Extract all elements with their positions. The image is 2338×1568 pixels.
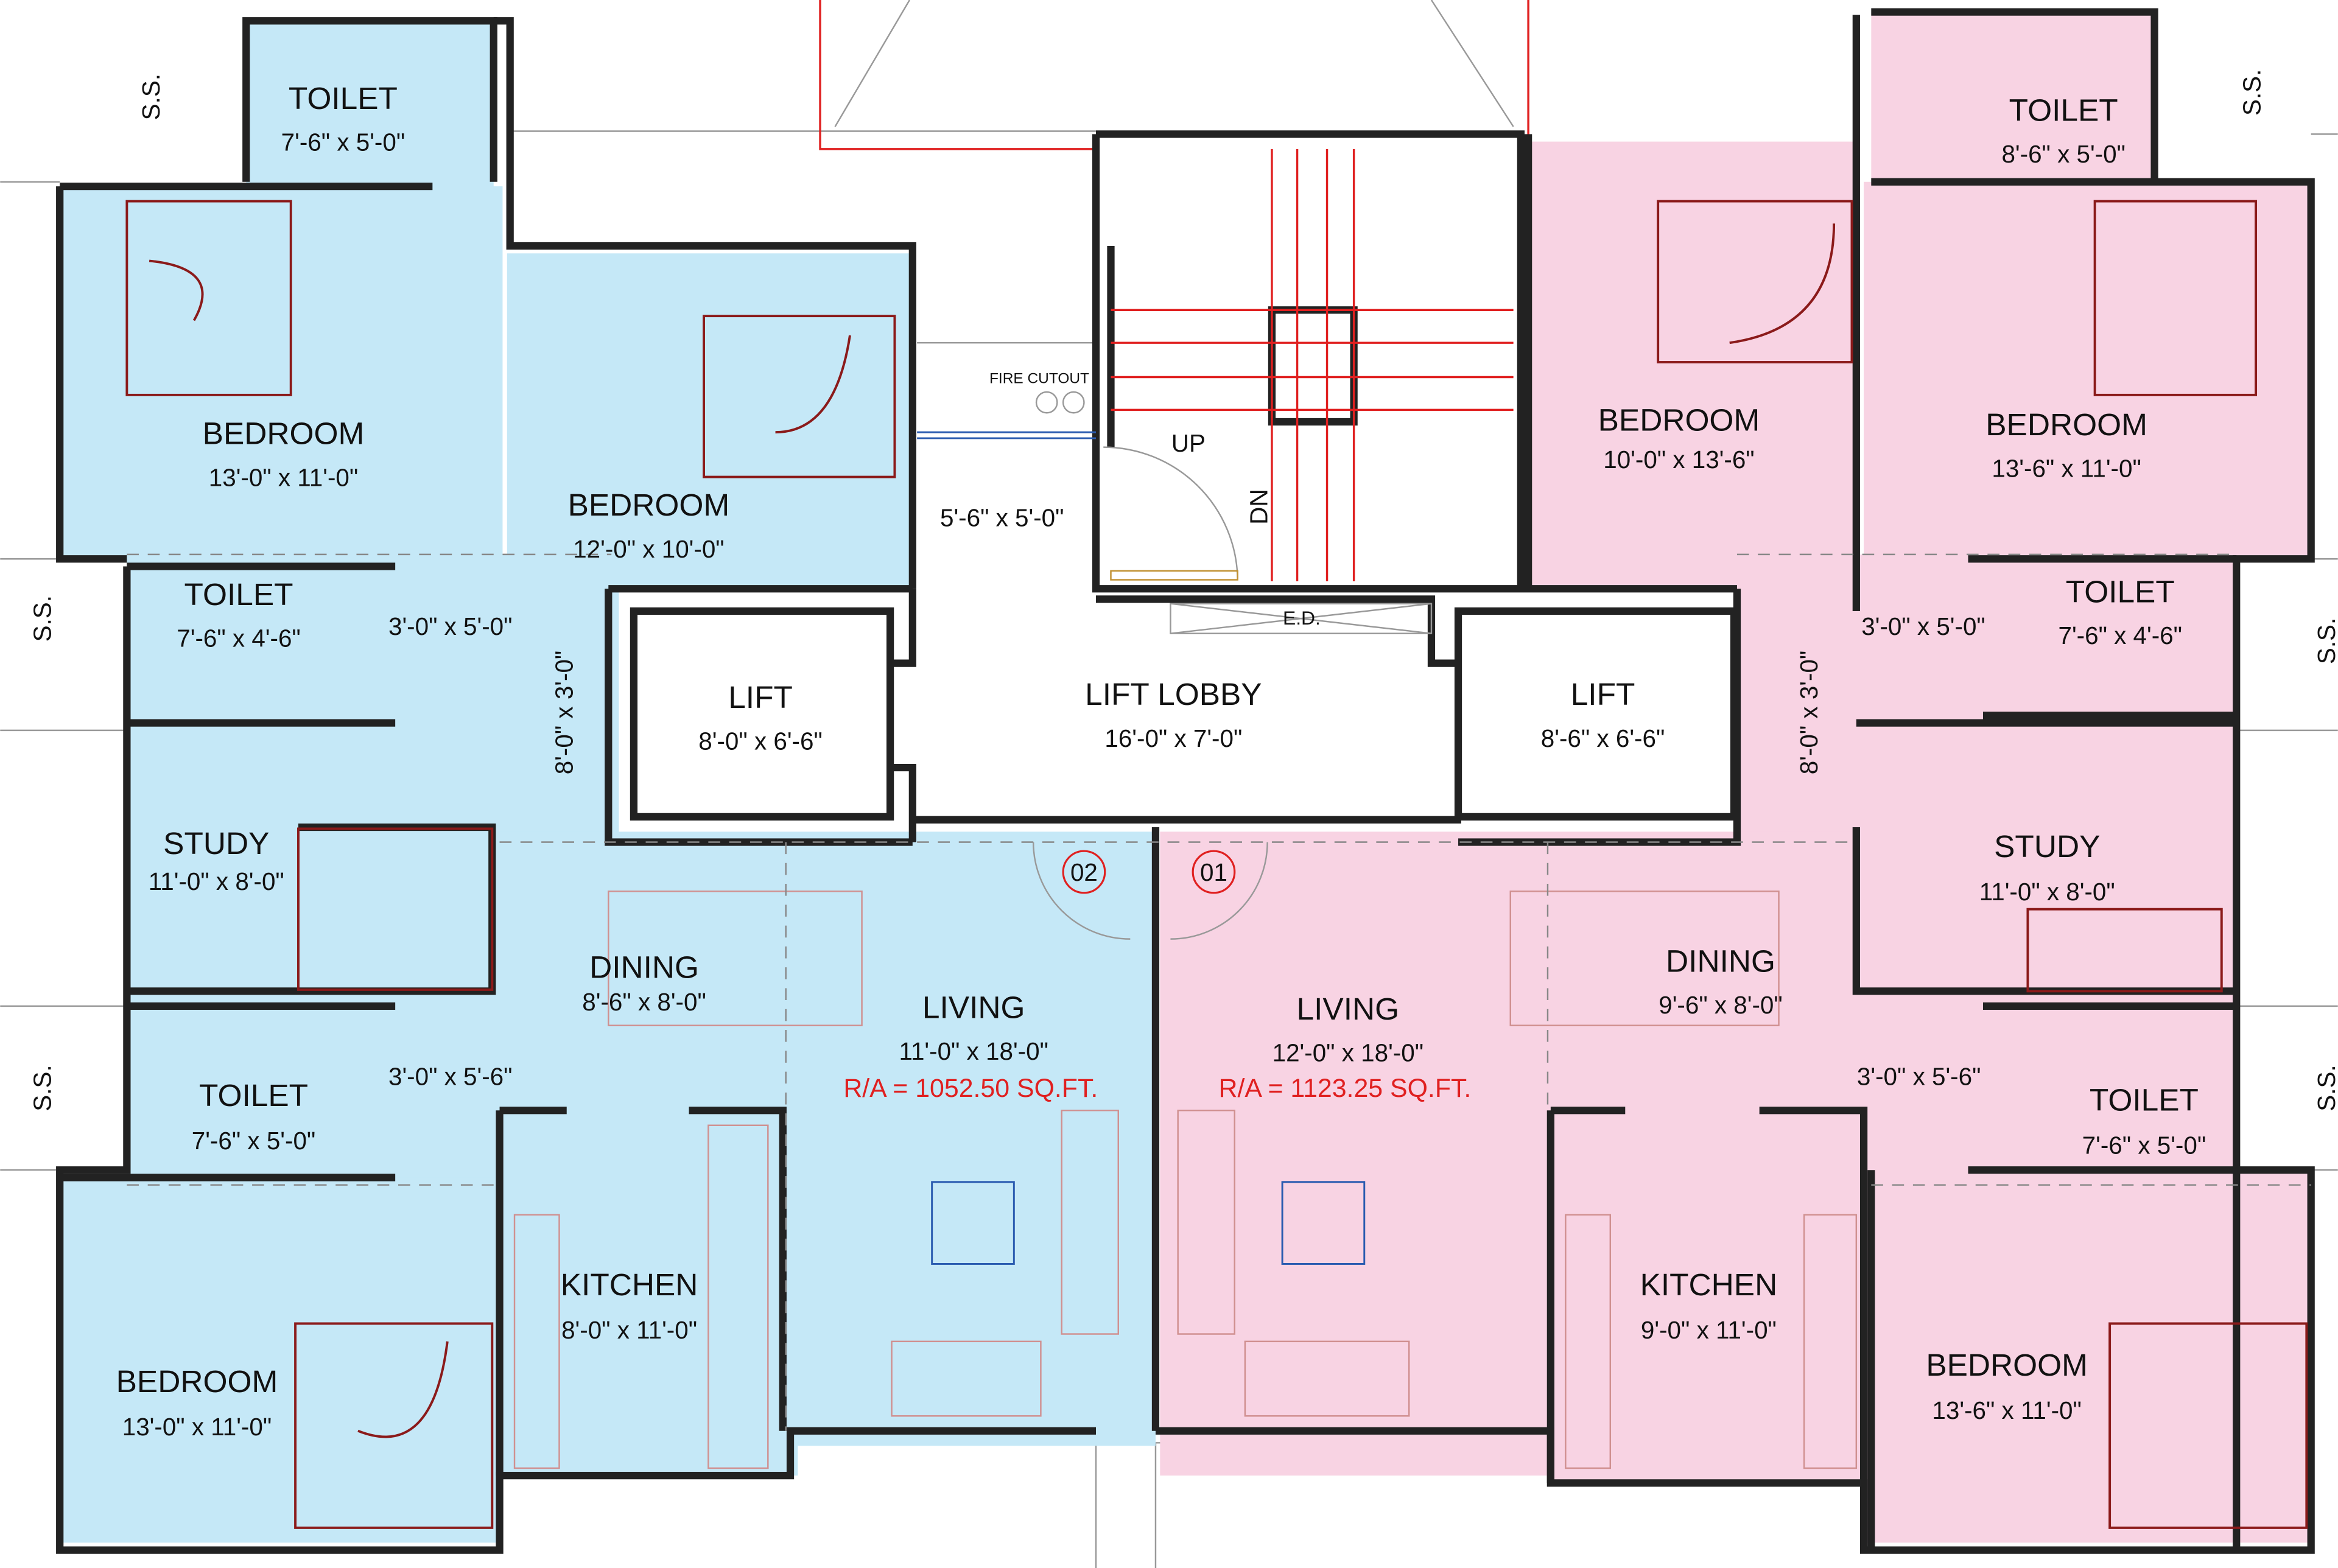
room-name: DINING xyxy=(589,949,699,984)
room-name: TOILET xyxy=(2066,573,2175,609)
unit-01-number: 01 xyxy=(1200,858,1227,886)
ss-label: S.S. xyxy=(2312,618,2338,664)
passage-dim: 3'-0" x 5'-6" xyxy=(1857,1063,1981,1091)
sofa-icon xyxy=(891,1340,1042,1417)
bed-icon xyxy=(2108,1322,2308,1529)
center-table-icon xyxy=(931,1181,1015,1265)
lift-left-dim: 8'-0" x 6'-6" xyxy=(698,727,823,755)
passage-dim: 8'-0" x 3'-0" xyxy=(1795,651,1823,774)
room-name: TOILET xyxy=(289,80,398,116)
room-dim: 7'-6" x 4'-6" xyxy=(177,625,301,653)
ss-label: S.S. xyxy=(28,1065,56,1111)
room-name: STUDY xyxy=(1994,828,2100,864)
lift-right-name: LIFT xyxy=(1571,676,1635,712)
common-labels: FIRE CUTOUT UP DN 5'-6" x 5'-0" E.D. LIF… xyxy=(698,370,1665,755)
room-dim: 12'-0" x 10'-0" xyxy=(573,535,724,563)
room-name: BEDROOM xyxy=(203,416,365,451)
bed-icon xyxy=(297,827,494,991)
lift-left-name: LIFT xyxy=(728,679,793,715)
room-dim: 11'-0" x 18'-0" xyxy=(899,1037,1048,1065)
room-dim: 7'-6" x 5'-0" xyxy=(192,1127,316,1155)
unit-02-area xyxy=(63,21,1156,1543)
bed-icon xyxy=(703,315,896,478)
unit-area: R/A = 1052.50 SQ.FT. xyxy=(843,1074,1098,1103)
bed-icon xyxy=(294,1322,494,1529)
bed-icon xyxy=(125,200,292,396)
room-dim: 10'-0" x 13'-6" xyxy=(1603,446,1754,474)
ss-label: S.S. xyxy=(137,74,165,120)
passage-dim: 8'-0" x 3'-0" xyxy=(550,651,578,775)
lift-lobby-name: LIFT LOBBY xyxy=(1085,676,1262,712)
unit-02-number: 02 xyxy=(1070,858,1098,886)
room-name: TOILET xyxy=(2090,1082,2199,1117)
sofa-icon xyxy=(1177,1110,1235,1335)
sofa-icon xyxy=(1244,1340,1410,1417)
room-dim: 11'-0" x 8'-0" xyxy=(1979,878,2115,906)
room-dim: 7'-6" x 5'-0" xyxy=(2082,1131,2206,1159)
room-dim: 8'-6" x 5'-0" xyxy=(2001,140,2126,168)
passage-dim: 3'-0" x 5'-0" xyxy=(388,612,513,640)
room-name: TOILET xyxy=(184,576,293,612)
lift-right-dim: 8'-6" x 6'-6" xyxy=(1541,724,1665,752)
room-name: TOILET xyxy=(199,1077,308,1113)
room-dim: 8'-6" x 8'-0" xyxy=(582,988,706,1016)
unit-area: R/A = 1123.25 SQ.FT. xyxy=(1219,1074,1472,1103)
ss-label: S.S. xyxy=(2312,1065,2338,1111)
ed-label: E.D. xyxy=(1283,607,1321,629)
room-dim: 13'-6" x 11'-0" xyxy=(1992,455,2141,483)
furniture xyxy=(125,200,2311,1529)
stair-up-label: UP xyxy=(1171,429,1206,457)
room-name: KITCHEN xyxy=(1640,1267,1778,1302)
staircase xyxy=(917,149,1514,634)
ss-label: S.S. xyxy=(2238,69,2266,116)
room-name: BEDROOM xyxy=(1598,402,1760,438)
unit-02-badge xyxy=(1062,850,1106,894)
unit-01-badge xyxy=(1192,850,1236,894)
bed-icon xyxy=(2093,200,2258,396)
ss-label: S.S. xyxy=(28,595,56,642)
room-dim: 7'-6" x 4'-6" xyxy=(2059,621,2183,649)
unit-01-area xyxy=(1160,12,2311,1543)
room-name: BEDROOM xyxy=(1926,1347,2088,1382)
bed-icon xyxy=(1657,200,1853,363)
sofa-icon xyxy=(1061,1110,1119,1335)
room-name: TOILET xyxy=(2009,92,2118,127)
unit-01-labels: 01 S.S. S.S. S.S. TOILET 8'-6" x 5'-0" B… xyxy=(1192,69,2338,1424)
dining-table-icon xyxy=(608,891,863,1026)
stair-down-label: DN xyxy=(1245,489,1273,524)
room-name: BEDROOM xyxy=(568,487,730,522)
dining-table-icon xyxy=(1509,891,1780,1026)
room-dim: 9'-6" x 8'-0" xyxy=(1659,991,1782,1019)
passage-dim: 3'-0" x 5'-0" xyxy=(1861,612,1985,640)
room-dim: 8'-0" x 11'-0" xyxy=(561,1316,697,1344)
stair-landing-dim: 5'-6" x 5'-0" xyxy=(940,503,1064,531)
room-name: BEDROOM xyxy=(1985,407,2147,442)
room-name: KITCHEN xyxy=(561,1267,698,1302)
unit-02-labels: 02 S.S. S.S. S.S. TOILET 7'-6" x 5'-0" B… xyxy=(28,74,1106,1441)
room-name: LIVING xyxy=(922,989,1025,1024)
room-dim: 13'-0" x 11'-0" xyxy=(209,463,358,491)
room-name: BEDROOM xyxy=(116,1363,278,1399)
room-name: DINING xyxy=(1666,943,1775,979)
room-dim: 9'-0" x 11'-0" xyxy=(1641,1316,1777,1344)
room-dim: 13'-6" x 11'-0" xyxy=(1932,1396,2081,1424)
center-table-icon xyxy=(1281,1181,1366,1265)
room-dim: 12'-0" x 18'-0" xyxy=(1273,1038,1424,1066)
fire-cutout-label: FIRE CUTOUT xyxy=(989,370,1089,387)
room-dim: 7'-6" x 5'-0" xyxy=(281,128,405,156)
passage-dim: 3'-0" x 5'-6" xyxy=(388,1063,513,1091)
room-name: STUDY xyxy=(163,825,269,861)
lift-lobby-dim: 16'-0" x 7'-0" xyxy=(1104,724,1242,752)
room-dim: 11'-0" x 8'-0" xyxy=(149,867,284,895)
room-dim: 13'-0" x 11'-0" xyxy=(122,1413,272,1441)
room-name: LIVING xyxy=(1297,991,1400,1026)
bed-icon xyxy=(2026,908,2223,993)
